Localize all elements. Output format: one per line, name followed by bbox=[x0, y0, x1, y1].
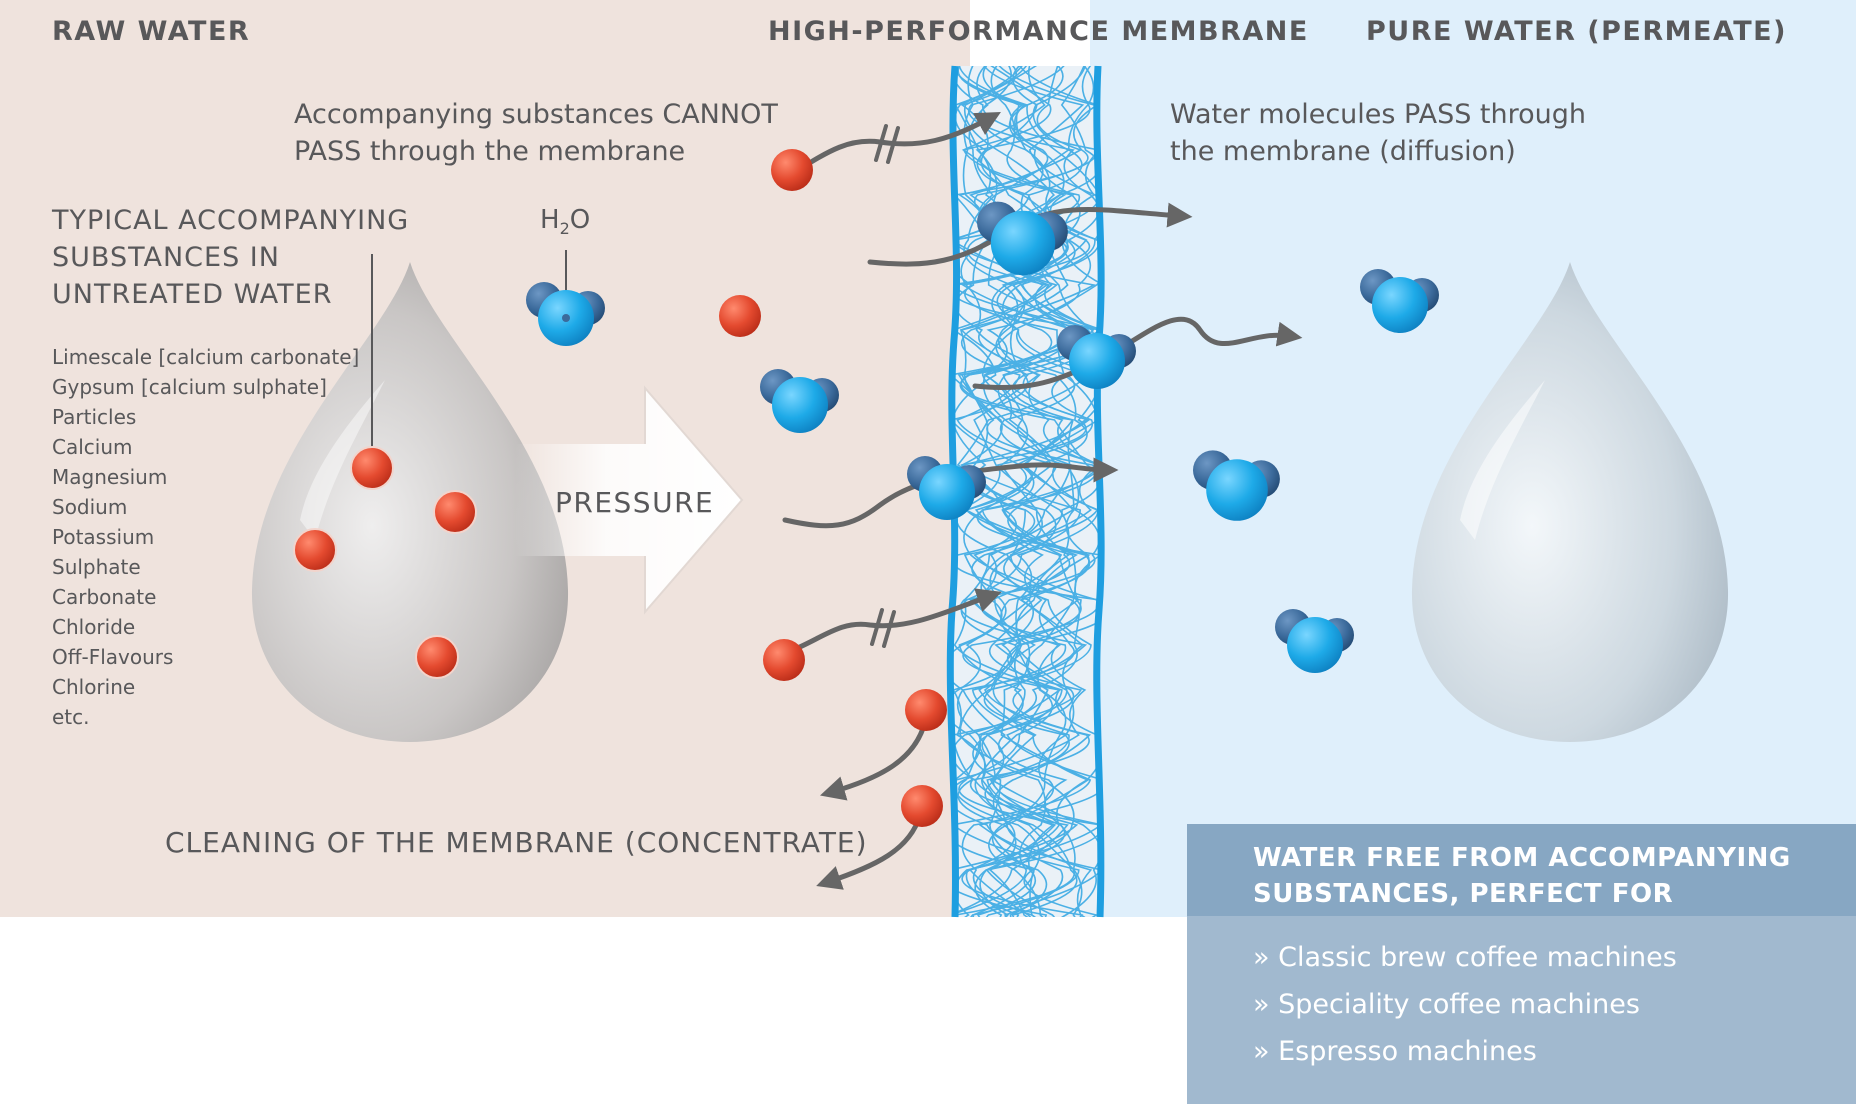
oxygen-atom bbox=[919, 464, 975, 520]
info-box-title: WATER FREE FROM ACCOMPANYING SUBSTANCES,… bbox=[1253, 843, 1791, 909]
list-item: Chlorine bbox=[52, 675, 136, 699]
substances-title: TYPICAL ACCOMPANYING SUBSTANCES IN UNTRE… bbox=[52, 205, 410, 310]
membrane-fiber bbox=[950, 66, 1102, 917]
block-mark-top-2 bbox=[886, 126, 900, 164]
oxygen-atom bbox=[772, 377, 828, 433]
oxygen-atom bbox=[1372, 277, 1428, 333]
concentrate-label: CLEANING OF THE MEMBRANE (CONCENTRATE) bbox=[165, 826, 868, 859]
contaminant-particle bbox=[293, 528, 337, 572]
list-item: Limescale [calcium carbonate] bbox=[52, 345, 360, 369]
substances-list: Limescale [calcium carbonate] Gypsum [ca… bbox=[52, 342, 359, 732]
membrane-fiber bbox=[950, 66, 1102, 917]
contaminant-particles bbox=[293, 149, 947, 827]
blocked-path-bottom bbox=[785, 588, 1002, 655]
info-item: » Speciality coffee machines bbox=[1253, 989, 1640, 1020]
contaminant-particle bbox=[763, 639, 805, 681]
block-mark-bottom-2 bbox=[882, 610, 896, 648]
water-molecule bbox=[907, 456, 986, 520]
membrane-fiber bbox=[973, 66, 1102, 917]
oxygen-atom bbox=[1069, 333, 1125, 389]
list-item: Calcium bbox=[52, 435, 133, 459]
h2o-label-dot bbox=[562, 314, 570, 322]
raw-water-heading: RAW WATER bbox=[52, 16, 251, 47]
pure-water-drop bbox=[1411, 262, 1729, 742]
info-item: » Espresso machines bbox=[1253, 1036, 1537, 1067]
pressure-label: PRESSURE bbox=[555, 486, 715, 519]
list-item: Gypsum [calcium sulphate] bbox=[52, 375, 327, 399]
cannot-pass-note: Accompanying substances CANNOT PASS thro… bbox=[294, 99, 778, 167]
info-box-list: » Classic brew coffee machines » Special… bbox=[1253, 934, 1677, 1075]
info-box-header bbox=[1187, 824, 1856, 916]
water-molecule bbox=[1275, 609, 1354, 673]
pressure-arrow bbox=[515, 388, 742, 612]
oxygen-atom bbox=[990, 210, 1056, 276]
water-molecule bbox=[526, 282, 605, 346]
membrane-heading: HIGH-PERFORMANCE MEMBRANE bbox=[768, 16, 1309, 47]
contaminant-particle bbox=[719, 295, 761, 337]
contaminant-particle bbox=[350, 446, 394, 490]
list-item: Chloride bbox=[52, 615, 136, 639]
list-item: Carbonate bbox=[52, 585, 157, 609]
raw-water-drop bbox=[251, 262, 569, 742]
info-item: » Classic brew coffee machines bbox=[1253, 942, 1677, 973]
membrane-right-edge bbox=[1093, 65, 1105, 918]
water-molecule bbox=[977, 201, 1068, 276]
membrane-fiber bbox=[950, 66, 1099, 917]
contaminant-particle bbox=[433, 490, 477, 534]
list-item: Magnesium bbox=[52, 465, 168, 489]
oxygen-atom bbox=[1206, 459, 1268, 521]
block-mark-bottom-1 bbox=[870, 608, 884, 646]
pure-drop-highlight bbox=[1460, 380, 1545, 540]
list-item: Off-Flavours bbox=[52, 645, 174, 669]
list-item: Potassium bbox=[52, 525, 155, 549]
water-molecule bbox=[1360, 269, 1439, 333]
membrane-fiber bbox=[950, 66, 1102, 917]
concentrate-path-1 bbox=[820, 719, 928, 801]
water-molecule bbox=[1057, 325, 1136, 389]
pure-water-heading: PURE WATER (PERMEATE) bbox=[1366, 16, 1787, 47]
contaminant-particle bbox=[901, 785, 943, 827]
contaminant-particle bbox=[415, 635, 459, 679]
block-mark-top-1 bbox=[874, 124, 888, 162]
info-box-body bbox=[1187, 916, 1856, 1104]
raw-drop-highlight bbox=[300, 380, 385, 540]
h2o-h: H bbox=[540, 205, 560, 235]
h2o-label: H2O bbox=[540, 205, 590, 238]
water-pass-note: Water molecules PASS through the membran… bbox=[1170, 99, 1587, 167]
list-item: Sulphate bbox=[52, 555, 141, 579]
contaminant-particle bbox=[771, 149, 813, 191]
water-path-2 bbox=[972, 316, 1303, 391]
list-item: Particles bbox=[52, 405, 137, 429]
oxygen-atom bbox=[1287, 617, 1343, 673]
list-item: Sodium bbox=[52, 495, 128, 519]
h2o-o: O bbox=[569, 205, 591, 235]
list-item: etc. bbox=[52, 705, 90, 729]
water-molecule bbox=[760, 369, 839, 433]
water-molecules bbox=[526, 201, 1439, 673]
water-molecule bbox=[1193, 450, 1280, 521]
contaminant-particle bbox=[905, 689, 947, 731]
h2o-subscript: 2 bbox=[559, 219, 570, 239]
